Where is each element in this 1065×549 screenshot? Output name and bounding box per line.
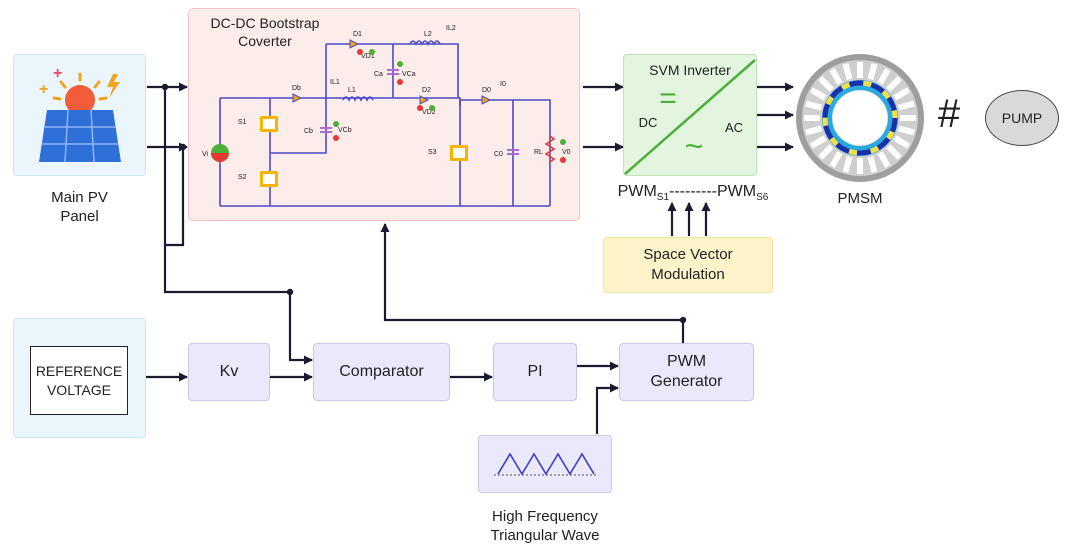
coupling-symbol: # [937,92,961,136]
vd1-label: VD1 [361,53,375,60]
pump-icon: PUMP [985,90,1059,146]
svg-text:+: + [53,65,62,82]
l2-label: L2 [424,31,432,38]
d2-label: D2 [422,87,431,94]
rl-label: RL [534,149,543,156]
svm-line2: Modulation [651,266,725,283]
triangle-line2: Triangular Wave [490,527,600,544]
pump-label: PUMP [1001,110,1043,126]
pwm-gen-line1: PWM [666,353,707,370]
solar-panel-icon: + + [38,65,121,163]
vd2-label: VD2 [422,109,436,116]
i0-label: I0 [500,81,506,88]
triangle-label: High Frequency Triangular Wave [455,507,635,545]
cb-label: Cb [304,128,313,135]
svg-text:+: + [39,81,48,98]
switch-s3: S3 [428,145,468,161]
pi-label: PI [527,363,543,380]
pv-label-line1: Main PV [51,189,108,206]
pmsm-motor-icon [796,54,924,182]
pwm-dashes: --------- [669,183,717,200]
converter-title-line2: Coverter [238,33,292,49]
il1-label: IL1 [330,79,340,86]
svm-box: Space Vector Modulation [603,237,773,293]
switch-s1: S1 [238,116,278,132]
converter-circuit: Vi S1 S2 S3 Db D1 VD1 D2 VD2 D0 I0 L1 IL… [202,25,571,207]
d0-label: D0 [482,87,491,94]
inverter-diagonal [624,59,756,175]
pwm-generator-block: PWM Generator [619,343,754,401]
pv-label: Main PV Panel [13,188,146,226]
converter-title-line1: DC-DC Bootstrap [210,15,320,31]
s3-label: S3 [428,149,437,156]
triangle-wave-icon [494,452,596,476]
comparator-label: Comparator [339,363,424,380]
inverter-dc-label: DC [638,115,658,130]
db-label: Db [292,85,301,92]
pwm-right-sub: S6 [756,192,769,204]
switch-s2: S2 [238,171,278,187]
pwm-left-sub: S1 [656,192,670,204]
ca-label: Ca [374,71,383,78]
c0-label: C0 [494,151,503,158]
comparator-block: Comparator [313,343,450,401]
pmsm-label: PMSM [837,190,883,207]
vcb-label: VCb [338,127,352,134]
kv-label: Kv [219,363,239,380]
svm-line1: Space Vector [643,246,733,263]
pwm-signal-label: PWMS1---------PWMS6 [598,183,788,203]
triangle-line1: High Frequency [492,508,598,525]
s2-label: S2 [238,174,247,181]
inverter-ac-label: AC [724,120,744,135]
reference-voltage-box: REFERENCE VOLTAGE [30,346,128,415]
pwm-left: PWM [617,183,657,200]
inverter-ac-symbol: ~ [684,128,704,164]
kv-block: Kv [188,343,270,401]
pv-panel-box: + + [13,54,146,176]
l1-label: L1 [348,87,356,94]
inverter-eq-symbol: = [659,82,677,115]
vca-label: VCa [402,71,416,78]
vi-source: Vi [202,144,229,162]
converter-title: DC-DC Bootstrap Coverter [190,14,340,50]
il2-label: IL2 [446,25,456,32]
vi-label: Vi [202,151,209,158]
reference-line1: REFERENCE [35,362,123,379]
reference-line2: VOLTAGE [46,381,112,398]
pv-label-line2: Panel [60,208,99,225]
s1-label: S1 [238,119,247,126]
pwm-right: PWM [716,183,757,200]
pwm-gen-line2: Generator [650,373,723,390]
inverter-title: SVM Inverter [649,62,731,78]
pi-block: PI [493,343,577,401]
triangular-wave-block [478,435,612,493]
v0-label: V0 [562,149,571,156]
d1-label: D1 [353,31,362,38]
